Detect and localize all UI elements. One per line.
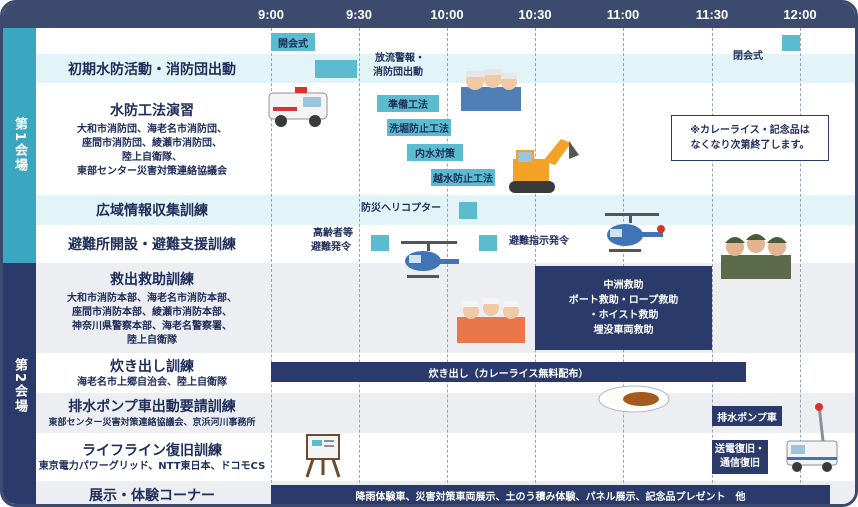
row-sub-rescue-1: 大和市消防本部、海老名市消防本部、 xyxy=(67,292,237,304)
row-sub-flood-2: 座間市消防団、綾瀬市消防団、 xyxy=(82,137,222,149)
time-label-1200: 12:00 xyxy=(783,7,817,22)
closing-event: 閉会式 xyxy=(733,51,763,62)
venue1-label: 第1会場 xyxy=(3,28,36,263)
venue2-text: 第2会場 xyxy=(12,358,27,415)
row-title-lifeline: ライフライン復旧訓練 xyxy=(82,443,222,459)
release-warning-line2: 消防団出動 xyxy=(373,67,423,78)
time-label-1130: 11:30 xyxy=(695,7,729,22)
soldiers-icon xyxy=(721,234,791,279)
rescue-team-icon xyxy=(457,298,525,343)
row-title-exhibit: 展示・体験コーナー xyxy=(89,488,215,504)
heli-marker xyxy=(459,202,477,219)
gridline-900 xyxy=(271,28,272,504)
prep-method-event: 準備工法 xyxy=(377,95,439,112)
time-label-1030: 10:30 xyxy=(518,7,552,22)
pump-truck-event: 排水ポンプ車 xyxy=(712,406,782,426)
evac-order-event: 避難指示発令 xyxy=(509,236,569,247)
elderly-evac-line1: 高齢者等 xyxy=(313,228,353,239)
elderly-evac-line2: 避難発令 xyxy=(311,242,351,253)
helicopter-icon xyxy=(401,241,459,278)
row-label-cooking: 炊き出し訓練 海老名市上郷自治会、陸上自衛隊 xyxy=(36,353,268,393)
venue2-label: 第2会場 xyxy=(3,263,36,504)
heli-event: 防災ヘリコプター xyxy=(361,203,441,214)
row-label-evacuation: 避難所開設・避難支援訓練 xyxy=(36,228,268,260)
venue1-text: 第1会場 xyxy=(12,117,27,174)
excavator-icon xyxy=(509,139,579,193)
row-sub-flood-4: 東部センター災害対策連絡協議会 xyxy=(77,165,227,177)
rescue-line1: 中洲救助 xyxy=(603,280,644,291)
ambulance-icon xyxy=(268,87,328,127)
row-sub-rescue-2: 座間市消防本部、綾瀬市消防本部、 xyxy=(72,306,232,318)
row-band-info xyxy=(36,195,855,225)
opening-event: 開会式 xyxy=(271,33,315,51)
row-title-evacuation: 避難所開設・避難支援訓練 xyxy=(68,237,236,253)
row-label-flood-method: 水防工法演習 大和市消防団、海老名市消防団、 座間市消防団、綾瀬市消防団、 陸上… xyxy=(36,87,268,191)
release-warning-line1: 放流警報・ xyxy=(375,53,425,64)
row-band-rescue xyxy=(36,263,855,353)
row-label-exhibit: 展示・体験コーナー xyxy=(36,481,268,504)
gridline-1130 xyxy=(712,28,713,504)
time-header: 9:00 9:30 10:00 10:30 11:00 11:30 12:00 xyxy=(3,3,855,28)
row-sub-flood-1: 大和市消防団、海老名市消防団、 xyxy=(77,123,227,135)
row-title-info: 広域情報収集訓練 xyxy=(96,203,208,219)
closing-marker xyxy=(782,35,800,51)
helicopter-2-icon xyxy=(605,213,665,252)
row-title-rescue: 救出救助訓練 xyxy=(110,271,194,288)
row-label-info: 広域情報収集訓練 xyxy=(36,195,268,225)
gridline-930 xyxy=(359,28,360,504)
row-sub-cooking: 海老名市上郷自治会、陸上自衛隊 xyxy=(77,377,227,388)
row-title-pump: 排水ポンプ車出動要請訓練 xyxy=(68,399,236,415)
easel-icon xyxy=(305,434,341,478)
row-sub-flood-3: 陸上自衛隊、 xyxy=(122,151,182,163)
row-title-cooking: 炊き出し訓練 xyxy=(110,359,194,375)
row-label-lifeline: ライフライン復旧訓練 東京電力パワーグリッド、NTT東日本、ドコモCS xyxy=(36,435,268,479)
rescue-line2: ボート救助・ロープ救助 xyxy=(568,295,679,306)
row-title-initial: 初期水防活動・消防団出動 xyxy=(68,61,236,78)
lifeline-line1: 送電復旧・ xyxy=(715,444,765,455)
lifeline-block: 送電復旧・ 通信復旧 xyxy=(712,440,768,474)
time-label-1000: 10:00 xyxy=(430,7,464,22)
row-label-initial: 初期水防活動・消防団出動 xyxy=(36,54,268,83)
row-title-flood-method: 水防工法演習 xyxy=(110,102,194,119)
row-label-rescue: 救出救助訓練 大和市消防本部、海老名市消防本部、 座間市消防本部、綾瀬市消防本部… xyxy=(36,263,268,353)
comm-truck-icon xyxy=(786,403,838,472)
evac-order-marker xyxy=(479,235,497,251)
release-warning-marker xyxy=(315,60,357,78)
firefighters-icon xyxy=(461,69,521,111)
lifeline-line2: 通信復旧 xyxy=(720,458,760,469)
row-sub-rescue-3: 神奈川県警察本部、海老名警察署、 xyxy=(72,320,232,332)
elderly-evac-marker xyxy=(371,235,389,251)
row-sub-pump: 東部センター災害対策連絡協議会、京浜河川事務所 xyxy=(48,418,256,428)
row-sub-rescue-4: 陸上自衛隊 xyxy=(127,334,177,346)
curry-plate-icon xyxy=(598,385,670,413)
time-label-930: 9:30 xyxy=(345,7,373,22)
rescue-line4: 埋没車両救助 xyxy=(593,325,654,336)
curry-note-line2: なくなり次第終了します。 xyxy=(690,140,810,151)
rescue-line3: ・ホイスト救助 xyxy=(588,310,659,321)
gridline-1200 xyxy=(800,28,801,504)
curry-note-line1: ※カレーライス・記念品は xyxy=(690,125,810,136)
row-band-initial xyxy=(36,54,855,83)
row-sub-lifeline: 東京電力パワーグリッド、NTT東日本、ドコモCS xyxy=(38,461,266,472)
scour-method-event: 洗堀防止工法 xyxy=(387,119,451,136)
row-label-pump: 排水ポンプ車出動要請訓練 東部センター災害対策連絡協議会、京浜河川事務所 xyxy=(36,393,268,433)
gridline-1000 xyxy=(447,28,448,504)
time-label-900: 9:00 xyxy=(257,7,285,22)
rescue-block: 中洲救助 ボート救助・ロープ救助 ・ホイスト救助 埋没車両救助 xyxy=(535,266,712,350)
overflow-method-event: 越水防止工法 xyxy=(431,169,495,186)
time-label-1100: 11:00 xyxy=(606,7,640,22)
cooking-bar: 炊き出し（カレーライス無料配布） xyxy=(271,362,746,382)
curry-note: ※カレーライス・記念品は なくなり次第終了します。 xyxy=(671,115,829,161)
inland-method-event: 内水対策 xyxy=(407,144,463,161)
exhibit-bar: 降雨体験車、災害対策車両展示、土のう積み体験、パネル展示、記念品プレゼント 他 xyxy=(271,485,830,504)
